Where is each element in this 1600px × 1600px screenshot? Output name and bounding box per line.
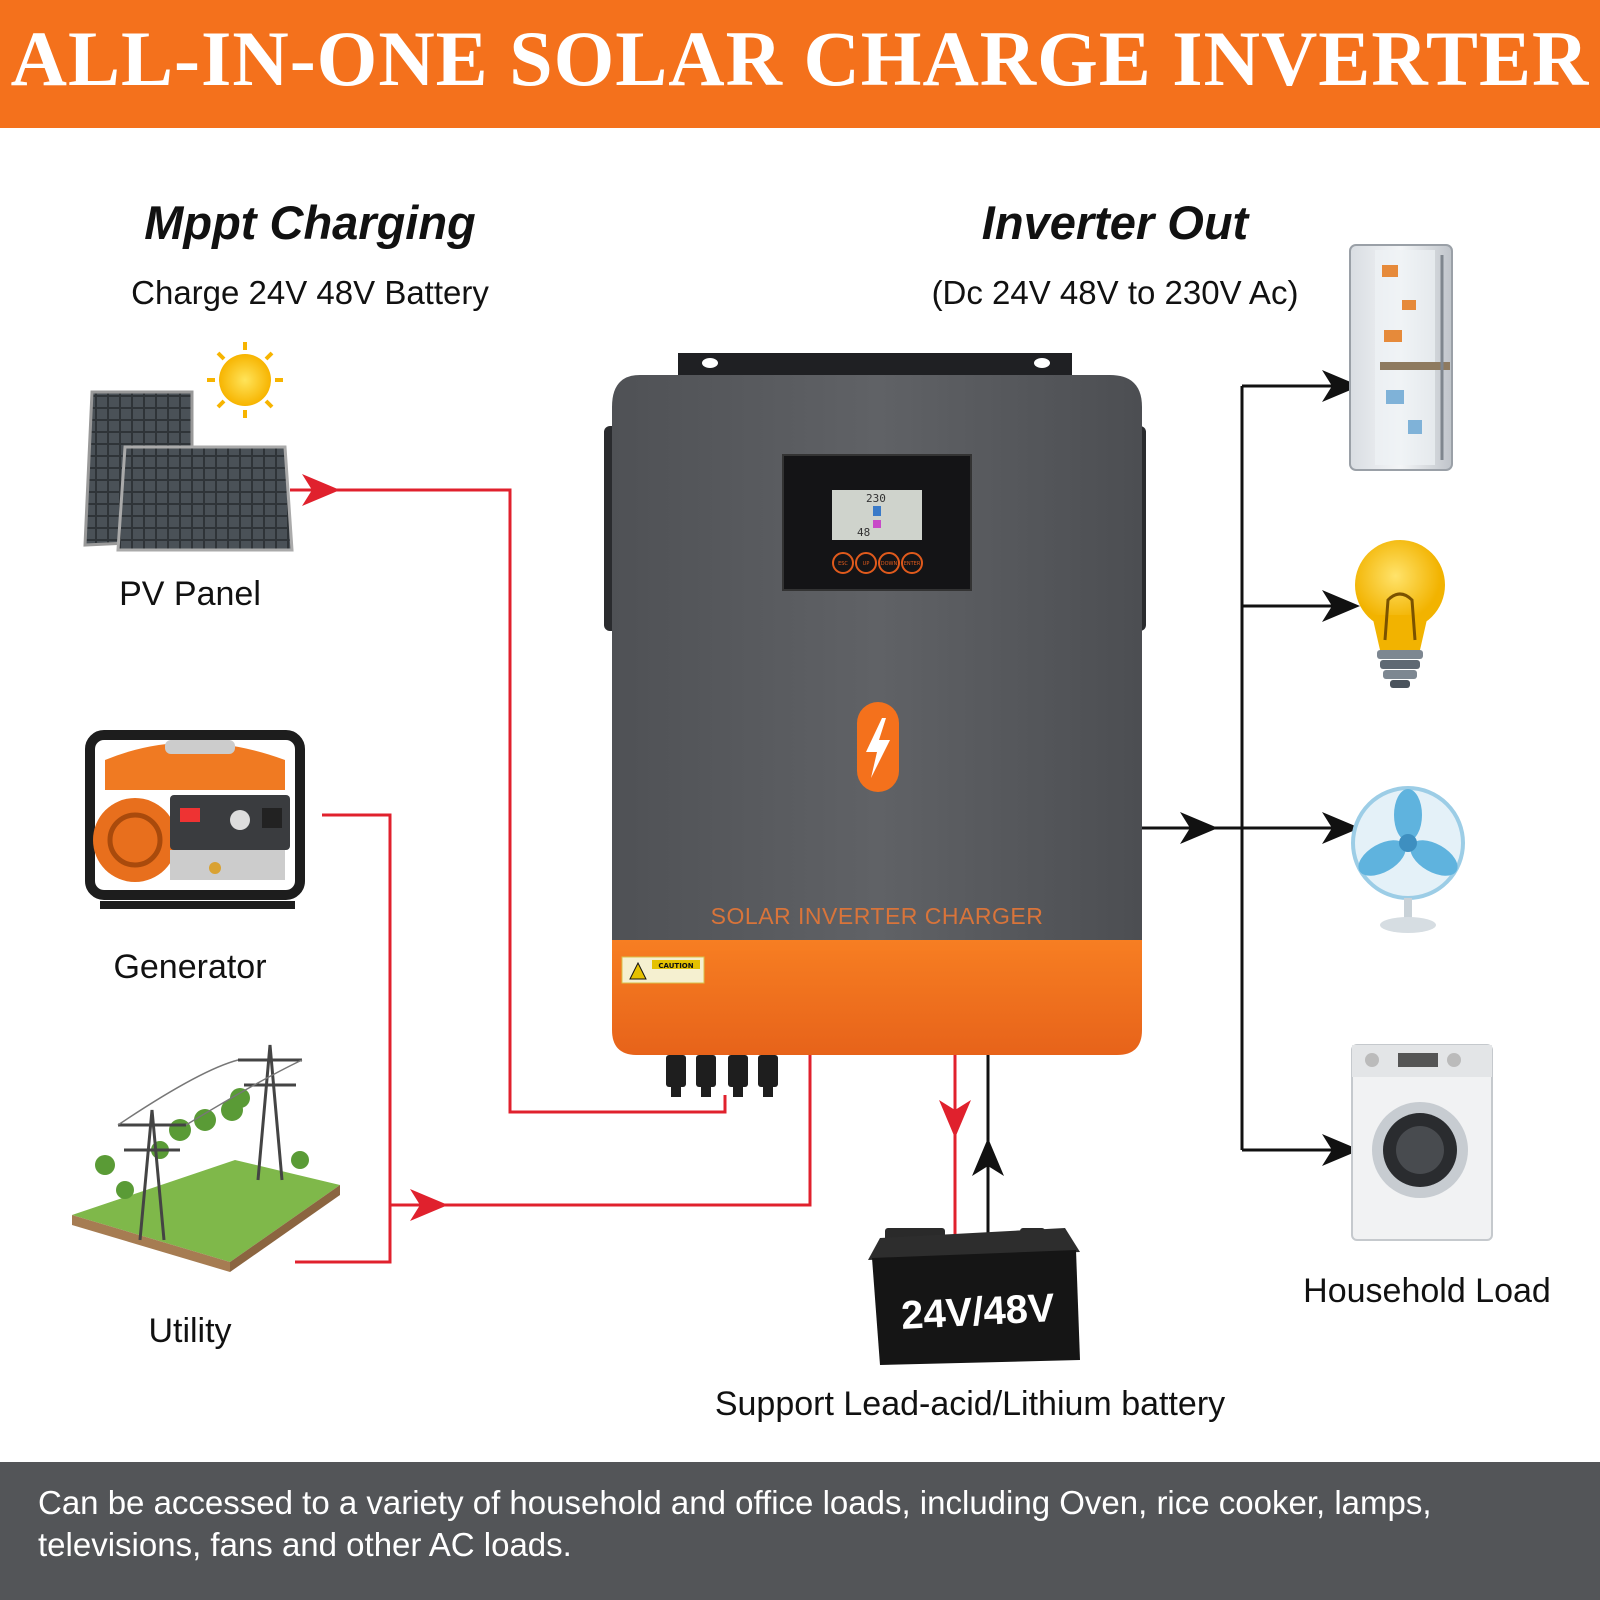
up-button-label: UP [863, 561, 870, 567]
washing-machine-icon [1351, 1044, 1493, 1241]
input-arrowheads [302, 474, 971, 1221]
footer-bar: Can be accessed to a variety of househol… [0, 1462, 1600, 1600]
utility-label: Utility [148, 1312, 232, 1350]
page-title: ALL-IN-ONE SOLAR CHARGE INVERTER [10, 15, 1590, 102]
battery-icon: 24V/48V [868, 1228, 1080, 1365]
pv-connectors [666, 1055, 778, 1097]
title-banner: ALL-IN-ONE SOLAR CHARGE INVERTER [0, 0, 1600, 128]
down-button[interactable] [878, 552, 900, 574]
generator-label: Generator [113, 948, 267, 986]
power-grid-icon [72, 1044, 340, 1272]
battery-voltage-label: 24V/48V [900, 1286, 1056, 1338]
lcd-top-value: 230 [866, 492, 886, 505]
caution-label: CAUTION [658, 962, 693, 970]
fan-icon [1351, 786, 1465, 933]
refrigerator-icon [1349, 244, 1453, 471]
mppt-subheading: Charge 24V 48V Battery [131, 274, 489, 311]
up-button[interactable] [855, 552, 877, 574]
esc-button-label: ESC [838, 561, 848, 567]
input-wires [290, 488, 957, 1264]
household-load-label: Household Load [1303, 1272, 1551, 1310]
solar-panel-icon [83, 342, 294, 552]
inverter-panel-text: SOLAR INVERTER CHARGER [711, 903, 1044, 929]
footer-text: Can be accessed to a variety of househol… [38, 1484, 1432, 1563]
esc-button[interactable] [832, 552, 854, 574]
enter-button-label: ENTER [904, 561, 921, 567]
pv-panel-label: PV Panel [119, 575, 261, 613]
battery-caption: Support Lead-acid/Lithium battery [714, 1385, 1226, 1423]
inverter-unit: 230 48 ESC UP DOWN ENTER SOLAR INVERTER … [604, 353, 1146, 1097]
light-bulb-icon [1355, 540, 1445, 688]
inverter-out-subheading: (Dc 24V 48V to 230V Ac) [931, 274, 1299, 311]
output-arrowheads [972, 370, 1360, 1176]
down-button-label: DOWN [881, 561, 898, 567]
lightning-icon [866, 718, 890, 778]
lcd-bottom-value: 48 [857, 526, 870, 539]
mppt-heading: Mppt Charging [144, 196, 476, 249]
inverter-out-heading: Inverter Out [981, 196, 1249, 249]
enter-button[interactable] [901, 552, 923, 574]
generator-icon [85, 730, 305, 909]
